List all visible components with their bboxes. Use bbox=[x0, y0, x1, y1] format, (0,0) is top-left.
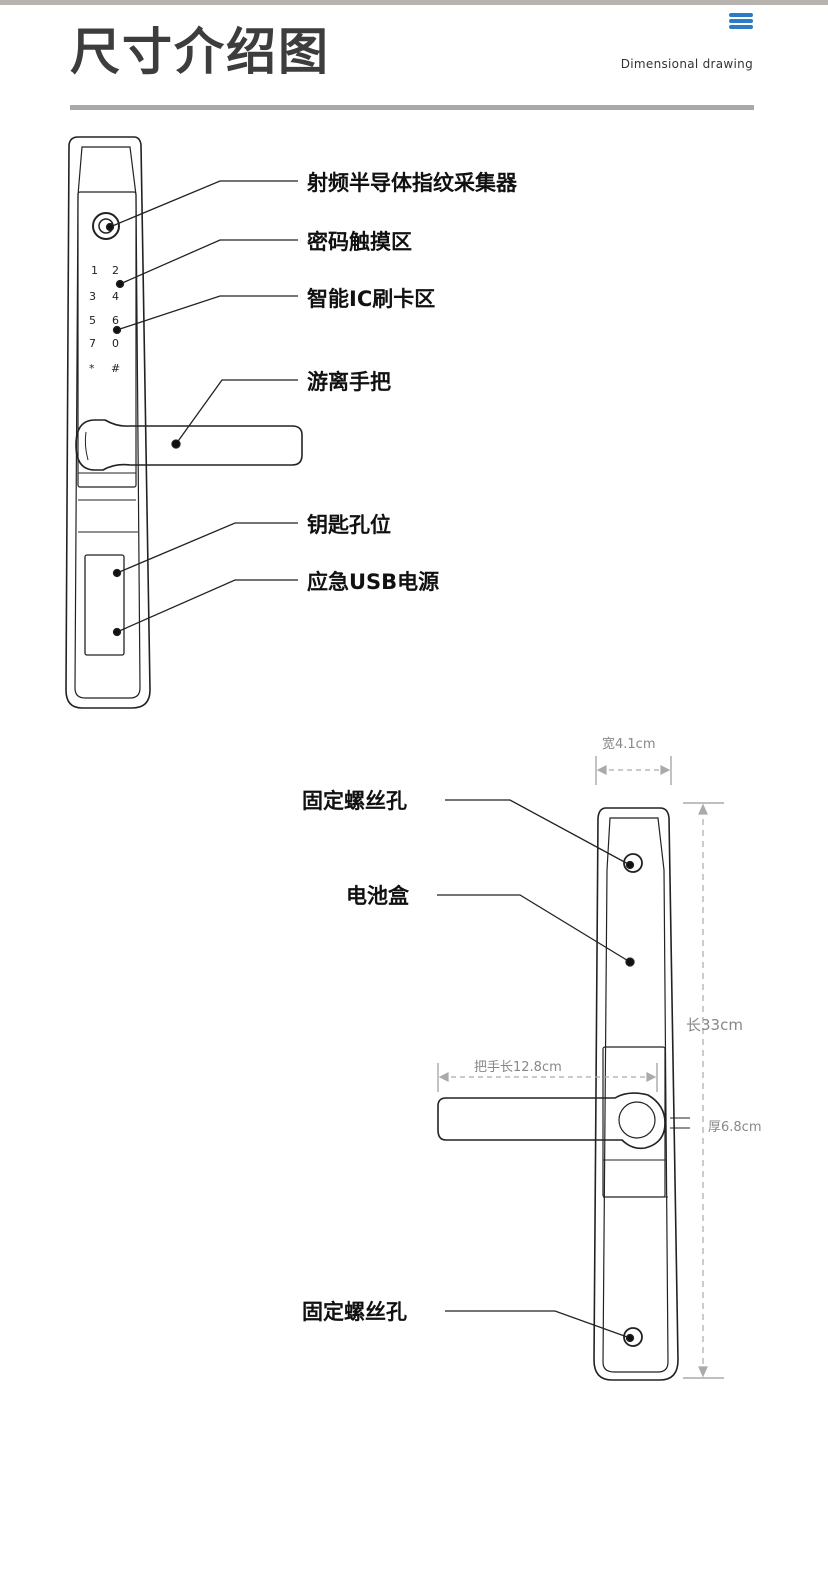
keypad-key-2: 2 bbox=[112, 264, 119, 277]
keypad-key-1: 1 bbox=[91, 264, 98, 277]
callout-fingerprint-sensor: 射频半导体指纹采集器 bbox=[307, 171, 517, 195]
front-lock-body bbox=[65, 136, 151, 709]
dimension-lines bbox=[437, 756, 724, 1379]
page-title: 尺寸介绍图 bbox=[70, 23, 330, 81]
callout-keyhole: 钥匙孔位 bbox=[307, 513, 391, 537]
back-callout-lines bbox=[437, 799, 635, 1343]
header-divider bbox=[70, 105, 754, 110]
top-photo-strip bbox=[0, 0, 828, 5]
front-callout-lines bbox=[105, 180, 298, 637]
dimension-width: 宽4.1cm bbox=[602, 737, 656, 752]
menu-icon[interactable] bbox=[729, 13, 753, 29]
callout-password-touch-area: 密码触摸区 bbox=[307, 230, 412, 254]
page-subtitle: Dimensional drawing bbox=[620, 57, 753, 71]
keypad-key-4: 4 bbox=[112, 290, 119, 303]
callout-free-handle: 游离手把 bbox=[307, 370, 391, 394]
screw-hole-top bbox=[623, 853, 643, 873]
keypad-key-5: 5 bbox=[89, 314, 96, 327]
keypad-key-hash: # bbox=[111, 362, 121, 375]
callout-battery-box: 电池盒 bbox=[346, 884, 409, 908]
keypad-key-3: 3 bbox=[89, 290, 96, 303]
keypad-key-star: * bbox=[89, 362, 95, 375]
callout-usb-power: 应急USB电源 bbox=[307, 570, 440, 594]
screw-hole-bottom bbox=[623, 1327, 643, 1347]
front-handle bbox=[75, 419, 303, 471]
callout-screw-hole-bottom: 固定螺丝孔 bbox=[302, 1300, 407, 1324]
dimension-thickness: 厚6.8cm bbox=[708, 1120, 762, 1135]
dimension-handle-length: 把手长12.8cm bbox=[474, 1060, 562, 1075]
back-lock-body bbox=[593, 807, 679, 1381]
keypad-key-0: 0 bbox=[112, 337, 119, 350]
dimension-length: 长33cm bbox=[686, 1016, 743, 1034]
callout-screw-hole-top: 固定螺丝孔 bbox=[302, 789, 407, 813]
callout-ic-card-area: 智能IC刷卡区 bbox=[307, 287, 436, 311]
back-handle bbox=[437, 1092, 690, 1150]
keypad-key-6: 6 bbox=[112, 314, 119, 327]
keypad-key-7: 7 bbox=[89, 337, 96, 350]
